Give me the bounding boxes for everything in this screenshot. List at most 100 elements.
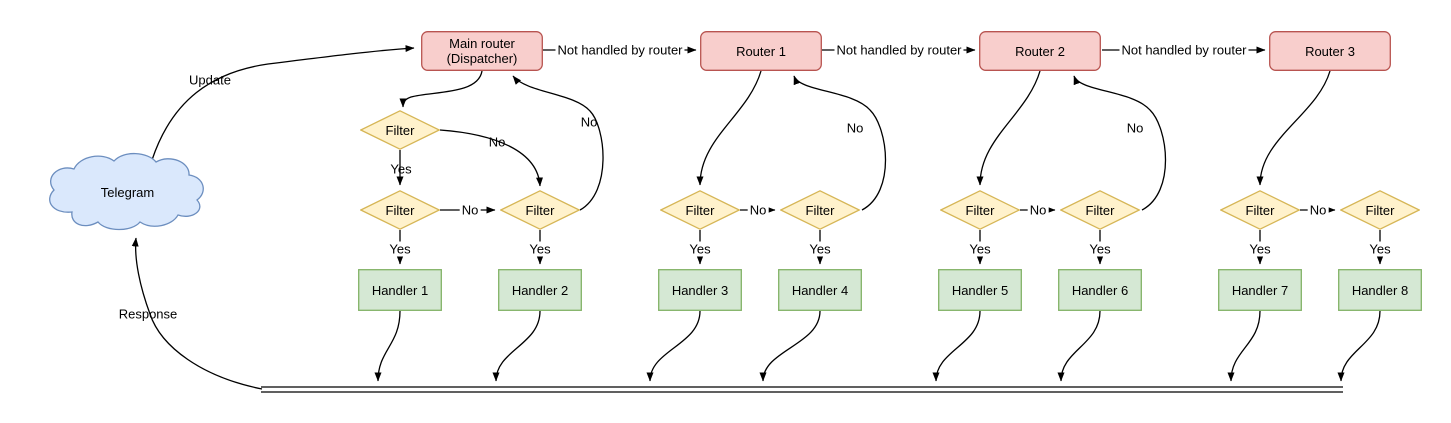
yes-label-8: Yes <box>1367 241 1393 257</box>
no-label-r2-pair: No <box>1027 202 1049 218</box>
node-filter-r2-right: Filter <box>1060 190 1140 230</box>
yes-label-2: Yes <box>527 241 553 257</box>
filter-shape <box>360 190 440 230</box>
handler-label: Handler 6 <box>1071 282 1129 298</box>
handler-label: Handler 8 <box>1351 282 1409 298</box>
node-filter-dispatcher-right: Filter <box>500 190 580 230</box>
filter-shape <box>780 190 860 230</box>
edge-r1-return-no <box>793 75 887 211</box>
handler-shape <box>1218 269 1302 311</box>
node-filter-dispatcher-top: Filter <box>360 110 440 150</box>
handler-shape <box>658 269 742 311</box>
edge-update <box>151 45 415 161</box>
filter-label: Filter <box>685 202 715 218</box>
node-handler-4: Handler 4 <box>778 269 862 311</box>
edge-main-to-filter-a <box>399 70 483 108</box>
handler-label: Handler 5 <box>951 282 1009 298</box>
node-filter-r3-right: Filter <box>1340 190 1420 230</box>
filter-label: Filter <box>1365 202 1395 218</box>
not-handled-label-2: Not handled by router <box>834 42 964 58</box>
handler-label: Handler 4 <box>791 282 849 298</box>
edge-handler5-to-bus <box>932 310 981 382</box>
handler-shape <box>498 269 582 311</box>
handler-label: Handler 7 <box>1231 282 1289 298</box>
no-label-r2-return: No <box>1126 120 1144 136</box>
handler-shape <box>778 269 862 311</box>
no-label-dispatcher-pair: No <box>459 202 481 218</box>
router-2-shape <box>979 31 1101 71</box>
filter-shape <box>940 190 1020 230</box>
handler-shape <box>1058 269 1142 311</box>
filter-shape <box>1340 190 1420 230</box>
filter-shape <box>500 190 580 230</box>
edge-router3-to-filter <box>1256 70 1331 186</box>
handler-label: Handler 3 <box>671 282 729 298</box>
filter-label: Filter <box>385 202 415 218</box>
filter-label: Filter <box>525 202 555 218</box>
edges <box>131 45 1384 393</box>
telegram-label: Telegram <box>100 184 155 200</box>
edge-router2-to-filter <box>976 70 1041 186</box>
node-filter-r1-right: Filter <box>780 190 860 230</box>
node-filter-dispatcher-left: Filter <box>360 190 440 230</box>
node-handler-6: Handler 6 <box>1058 269 1142 311</box>
filter-shape <box>360 110 440 150</box>
handler-shape <box>938 269 1022 311</box>
filter-label: Filter <box>385 122 415 138</box>
node-handler-1: Handler 1 <box>358 269 442 311</box>
edge-filter-c-return-no <box>512 75 604 211</box>
edge-handler2-to-bus <box>492 310 541 382</box>
node-router-1: Router 1 <box>700 31 822 71</box>
not-handled-label-1: Not handled by router <box>555 42 685 58</box>
filter-label: Filter <box>1085 202 1115 218</box>
router-1-label: Router 1 <box>736 43 786 59</box>
node-filter-r2-left: Filter <box>940 190 1020 230</box>
no-label-r1-return: No <box>846 120 864 136</box>
router-2-label: Router 2 <box>1015 43 1065 59</box>
no-label-filter-a: No <box>488 134 506 150</box>
main-router-shape <box>421 31 543 71</box>
node-handler-2: Handler 2 <box>498 269 582 311</box>
filter-label: Filter <box>1245 202 1275 218</box>
node-handler-8: Handler 8 <box>1338 269 1422 311</box>
yes-label-7: Yes <box>1247 241 1273 257</box>
no-label-r1-pair: No <box>747 202 769 218</box>
edge-response <box>131 237 263 390</box>
edge-handler8-to-bus <box>1337 310 1381 382</box>
edge-handler4-to-bus <box>759 310 821 382</box>
edge-label-response: Response <box>118 306 178 322</box>
main-router-label-line2: (Dispatcher) <box>446 51 518 66</box>
node-router-2: Router 2 <box>979 31 1101 71</box>
main-router-label-line1: Main router <box>449 36 515 51</box>
filter-shape <box>1060 190 1140 230</box>
yes-label-6: Yes <box>1087 241 1113 257</box>
filter-label: Filter <box>965 202 995 218</box>
router-3-shape <box>1269 31 1391 71</box>
node-telegram-cloud: Telegram <box>40 152 215 232</box>
edge-label-update: Update <box>189 72 231 88</box>
edge-router1-to-filter <box>696 70 762 186</box>
main-router-label: Main router(Dispatcher) <box>421 31 543 71</box>
node-handler-3: Handler 3 <box>658 269 742 311</box>
handler-label: Handler 2 <box>511 282 569 298</box>
filter-label: Filter <box>805 202 835 218</box>
node-router-3: Router 3 <box>1269 31 1391 71</box>
not-handled-label-3: Not handled by router <box>1119 42 1249 58</box>
no-label-r3-pair: No <box>1307 202 1329 218</box>
edge-handler7-to-bus <box>1227 310 1261 382</box>
handler-label: Handler 1 <box>371 282 429 298</box>
edge-filter-a-no <box>439 129 543 187</box>
yes-label-1: Yes <box>387 241 413 257</box>
cloud-shape <box>49 152 204 231</box>
handler-shape <box>1338 269 1422 311</box>
filter-shape <box>1220 190 1300 230</box>
handler-shape <box>358 269 442 311</box>
yes-label-4: Yes <box>807 241 833 257</box>
no-label-dispatcher-return: No <box>580 114 598 130</box>
yes-label-5: Yes <box>967 241 993 257</box>
node-main-router: Main router(Dispatcher) <box>421 31 543 71</box>
edge-handler1-to-bus <box>374 310 401 382</box>
yes-label-3: Yes <box>687 241 713 257</box>
edge-r2-return-no <box>1073 75 1167 211</box>
